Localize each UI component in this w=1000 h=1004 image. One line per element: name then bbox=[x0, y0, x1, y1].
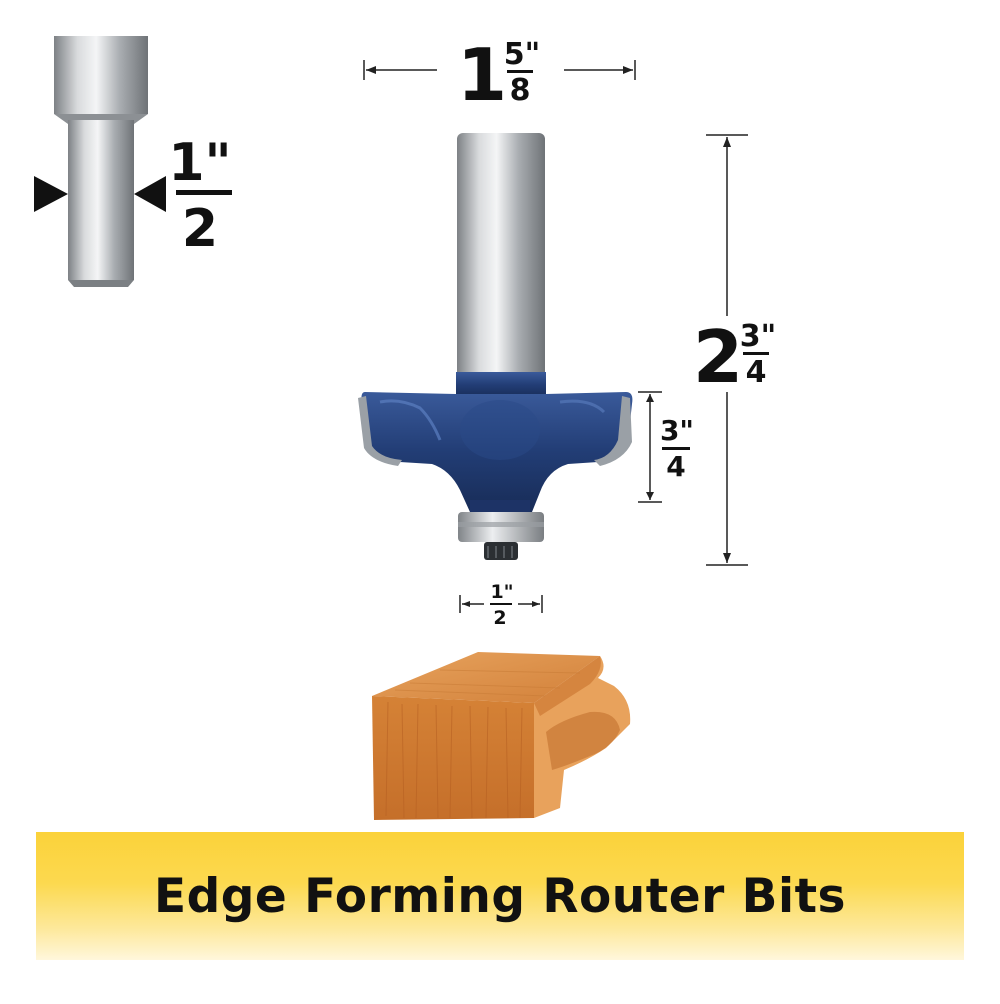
height-whole: 2 bbox=[693, 315, 743, 399]
cut-height-numerator: 3" bbox=[660, 414, 694, 447]
bearing-diameter-label: 1" 2 bbox=[490, 581, 514, 629]
right-arrow-icon bbox=[134, 176, 166, 212]
height-dimension-line bbox=[706, 134, 748, 566]
width-dimension-line bbox=[363, 60, 636, 80]
router-bit bbox=[358, 133, 633, 560]
cut-height-label: 3" 4 bbox=[660, 414, 694, 483]
bearing-arrow-right-icon bbox=[532, 601, 540, 607]
wood-profile-sample bbox=[372, 652, 631, 820]
bearing-screw bbox=[484, 542, 518, 560]
height-arrow-down-icon bbox=[723, 553, 731, 563]
cut-height-dimension-line bbox=[638, 391, 662, 503]
left-arrow-icon bbox=[34, 176, 68, 212]
shank-denominator: 2 bbox=[182, 199, 218, 259]
bearing-numerator: 1" bbox=[490, 581, 513, 603]
shank-diameter-label: 1" 2 bbox=[168, 133, 232, 259]
bearing-arrow-left-icon bbox=[462, 601, 470, 607]
banner-title: Edge Forming Router Bits bbox=[153, 868, 847, 924]
cut-arrow-up-icon bbox=[646, 394, 654, 402]
height-arrow-up-icon bbox=[723, 137, 731, 147]
width-arrow-left-icon bbox=[366, 66, 376, 74]
title-banner: Edge Forming Router Bits bbox=[36, 832, 964, 960]
cut-arrow-down-icon bbox=[646, 492, 654, 500]
height-numerator: 3" bbox=[740, 319, 777, 354]
cut-height-denominator: 4 bbox=[666, 450, 685, 483]
width-arrow-right-icon bbox=[623, 66, 633, 74]
shank-numerator: 1" bbox=[168, 133, 231, 193]
width-denominator: 8 bbox=[510, 73, 531, 108]
shank-icon bbox=[34, 36, 166, 287]
width-numerator: 5" bbox=[504, 37, 541, 72]
bit-shank bbox=[457, 133, 545, 381]
width-whole: 1 bbox=[457, 33, 507, 117]
bearing-denominator: 2 bbox=[493, 607, 506, 629]
overall-height-label: 2 3" 4 bbox=[693, 315, 776, 399]
overall-width-label: 1 5" 8 bbox=[457, 33, 540, 117]
height-denominator: 4 bbox=[746, 355, 767, 390]
